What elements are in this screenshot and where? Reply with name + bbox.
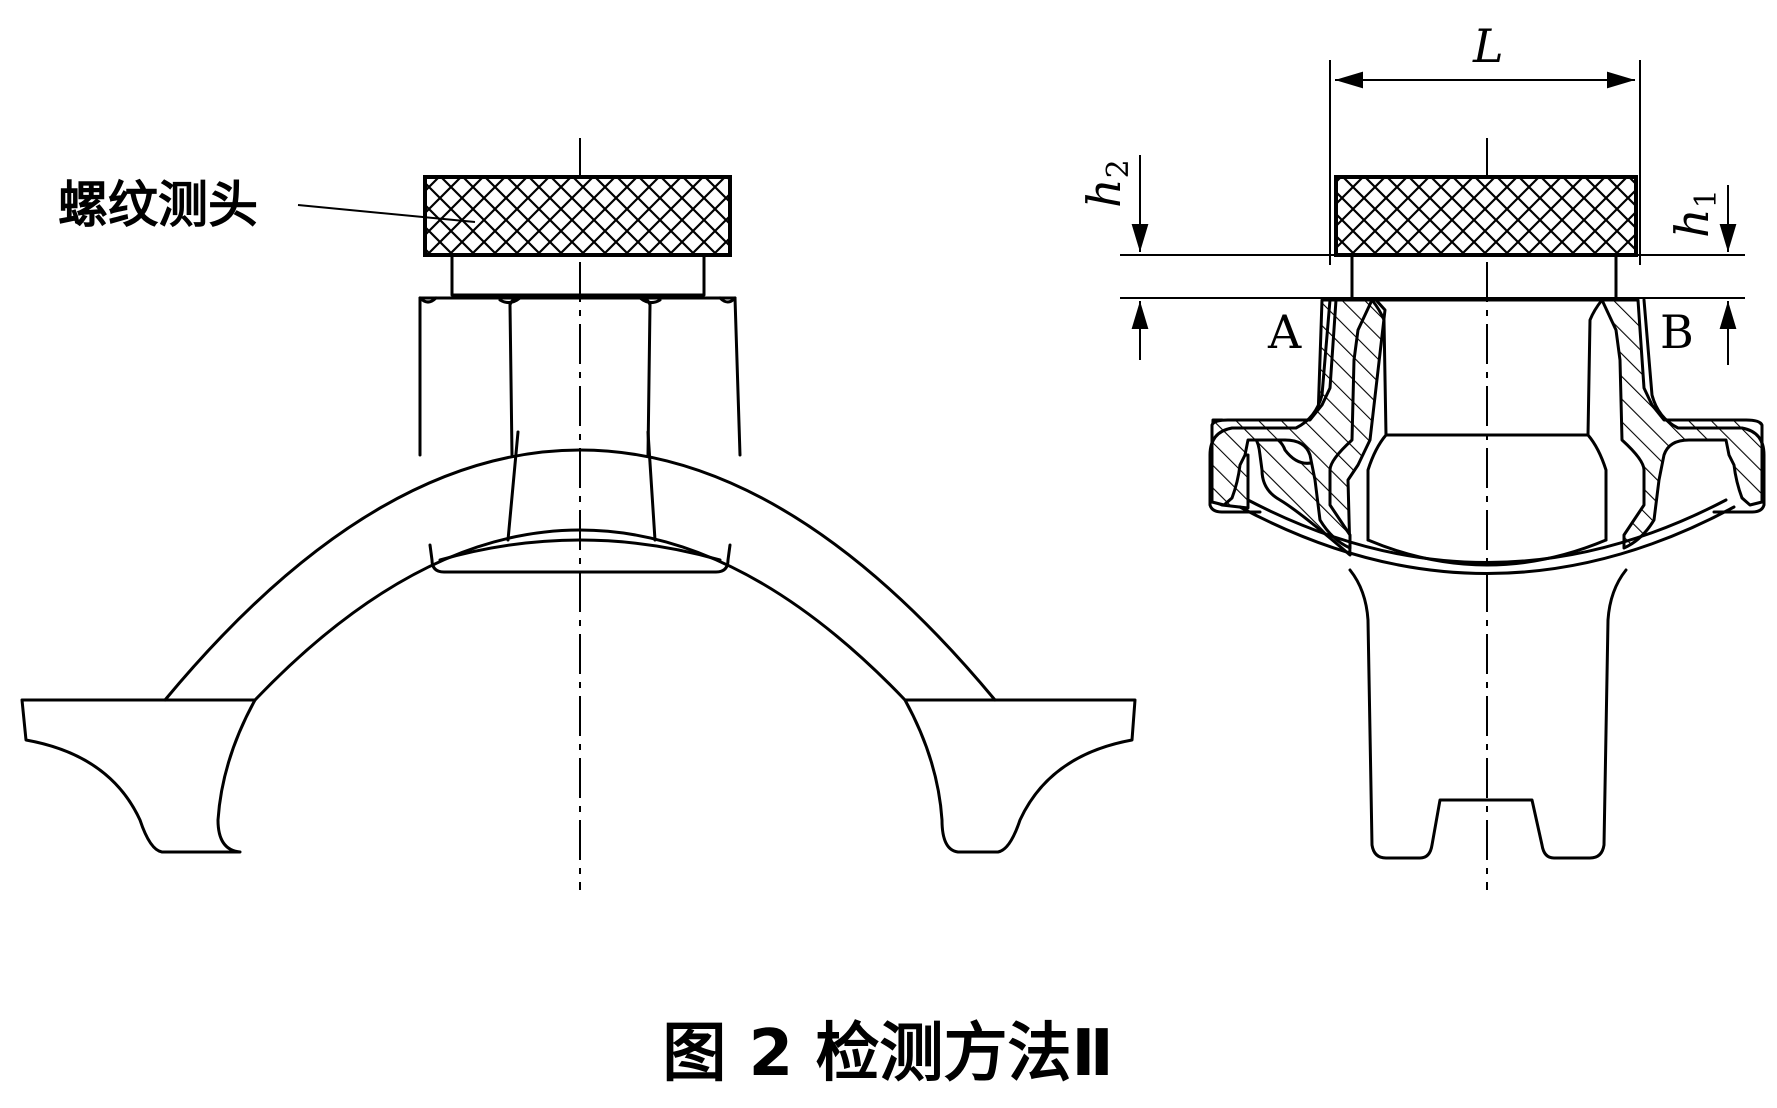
saddle-outer-curve [1238, 505, 1736, 575]
left-foot-right [903, 698, 1137, 854]
right-view-fork-section: L h2 h1 A B [1077, 19, 1766, 890]
left-outer-arch [163, 448, 997, 702]
right-thread-probe [1334, 175, 1638, 257]
right-hatched-section [1600, 298, 1764, 550]
label-L: L [1472, 19, 1504, 73]
probe-leader-line [297, 204, 476, 223]
thread-probe-label: 螺纹测头 [58, 176, 258, 234]
left-view-fork: 螺纹测头 [20, 138, 1137, 890]
label-B: B [1660, 305, 1694, 359]
right-probe-stem [1350, 253, 1618, 302]
label-A: A [1267, 305, 1302, 359]
figure-caption: 图 2 检测方法Ⅱ [662, 1017, 1113, 1091]
left-hatched-section [1210, 298, 1374, 550]
left-foot-left [20, 698, 257, 854]
label-h2: h2 [1077, 159, 1136, 208]
left-probe-stem [450, 253, 706, 297]
left-thread-probe [423, 175, 732, 257]
left-inner-arch [253, 528, 907, 702]
label-h1: h1 [1665, 189, 1724, 238]
right-lower-body [1348, 568, 1628, 860]
